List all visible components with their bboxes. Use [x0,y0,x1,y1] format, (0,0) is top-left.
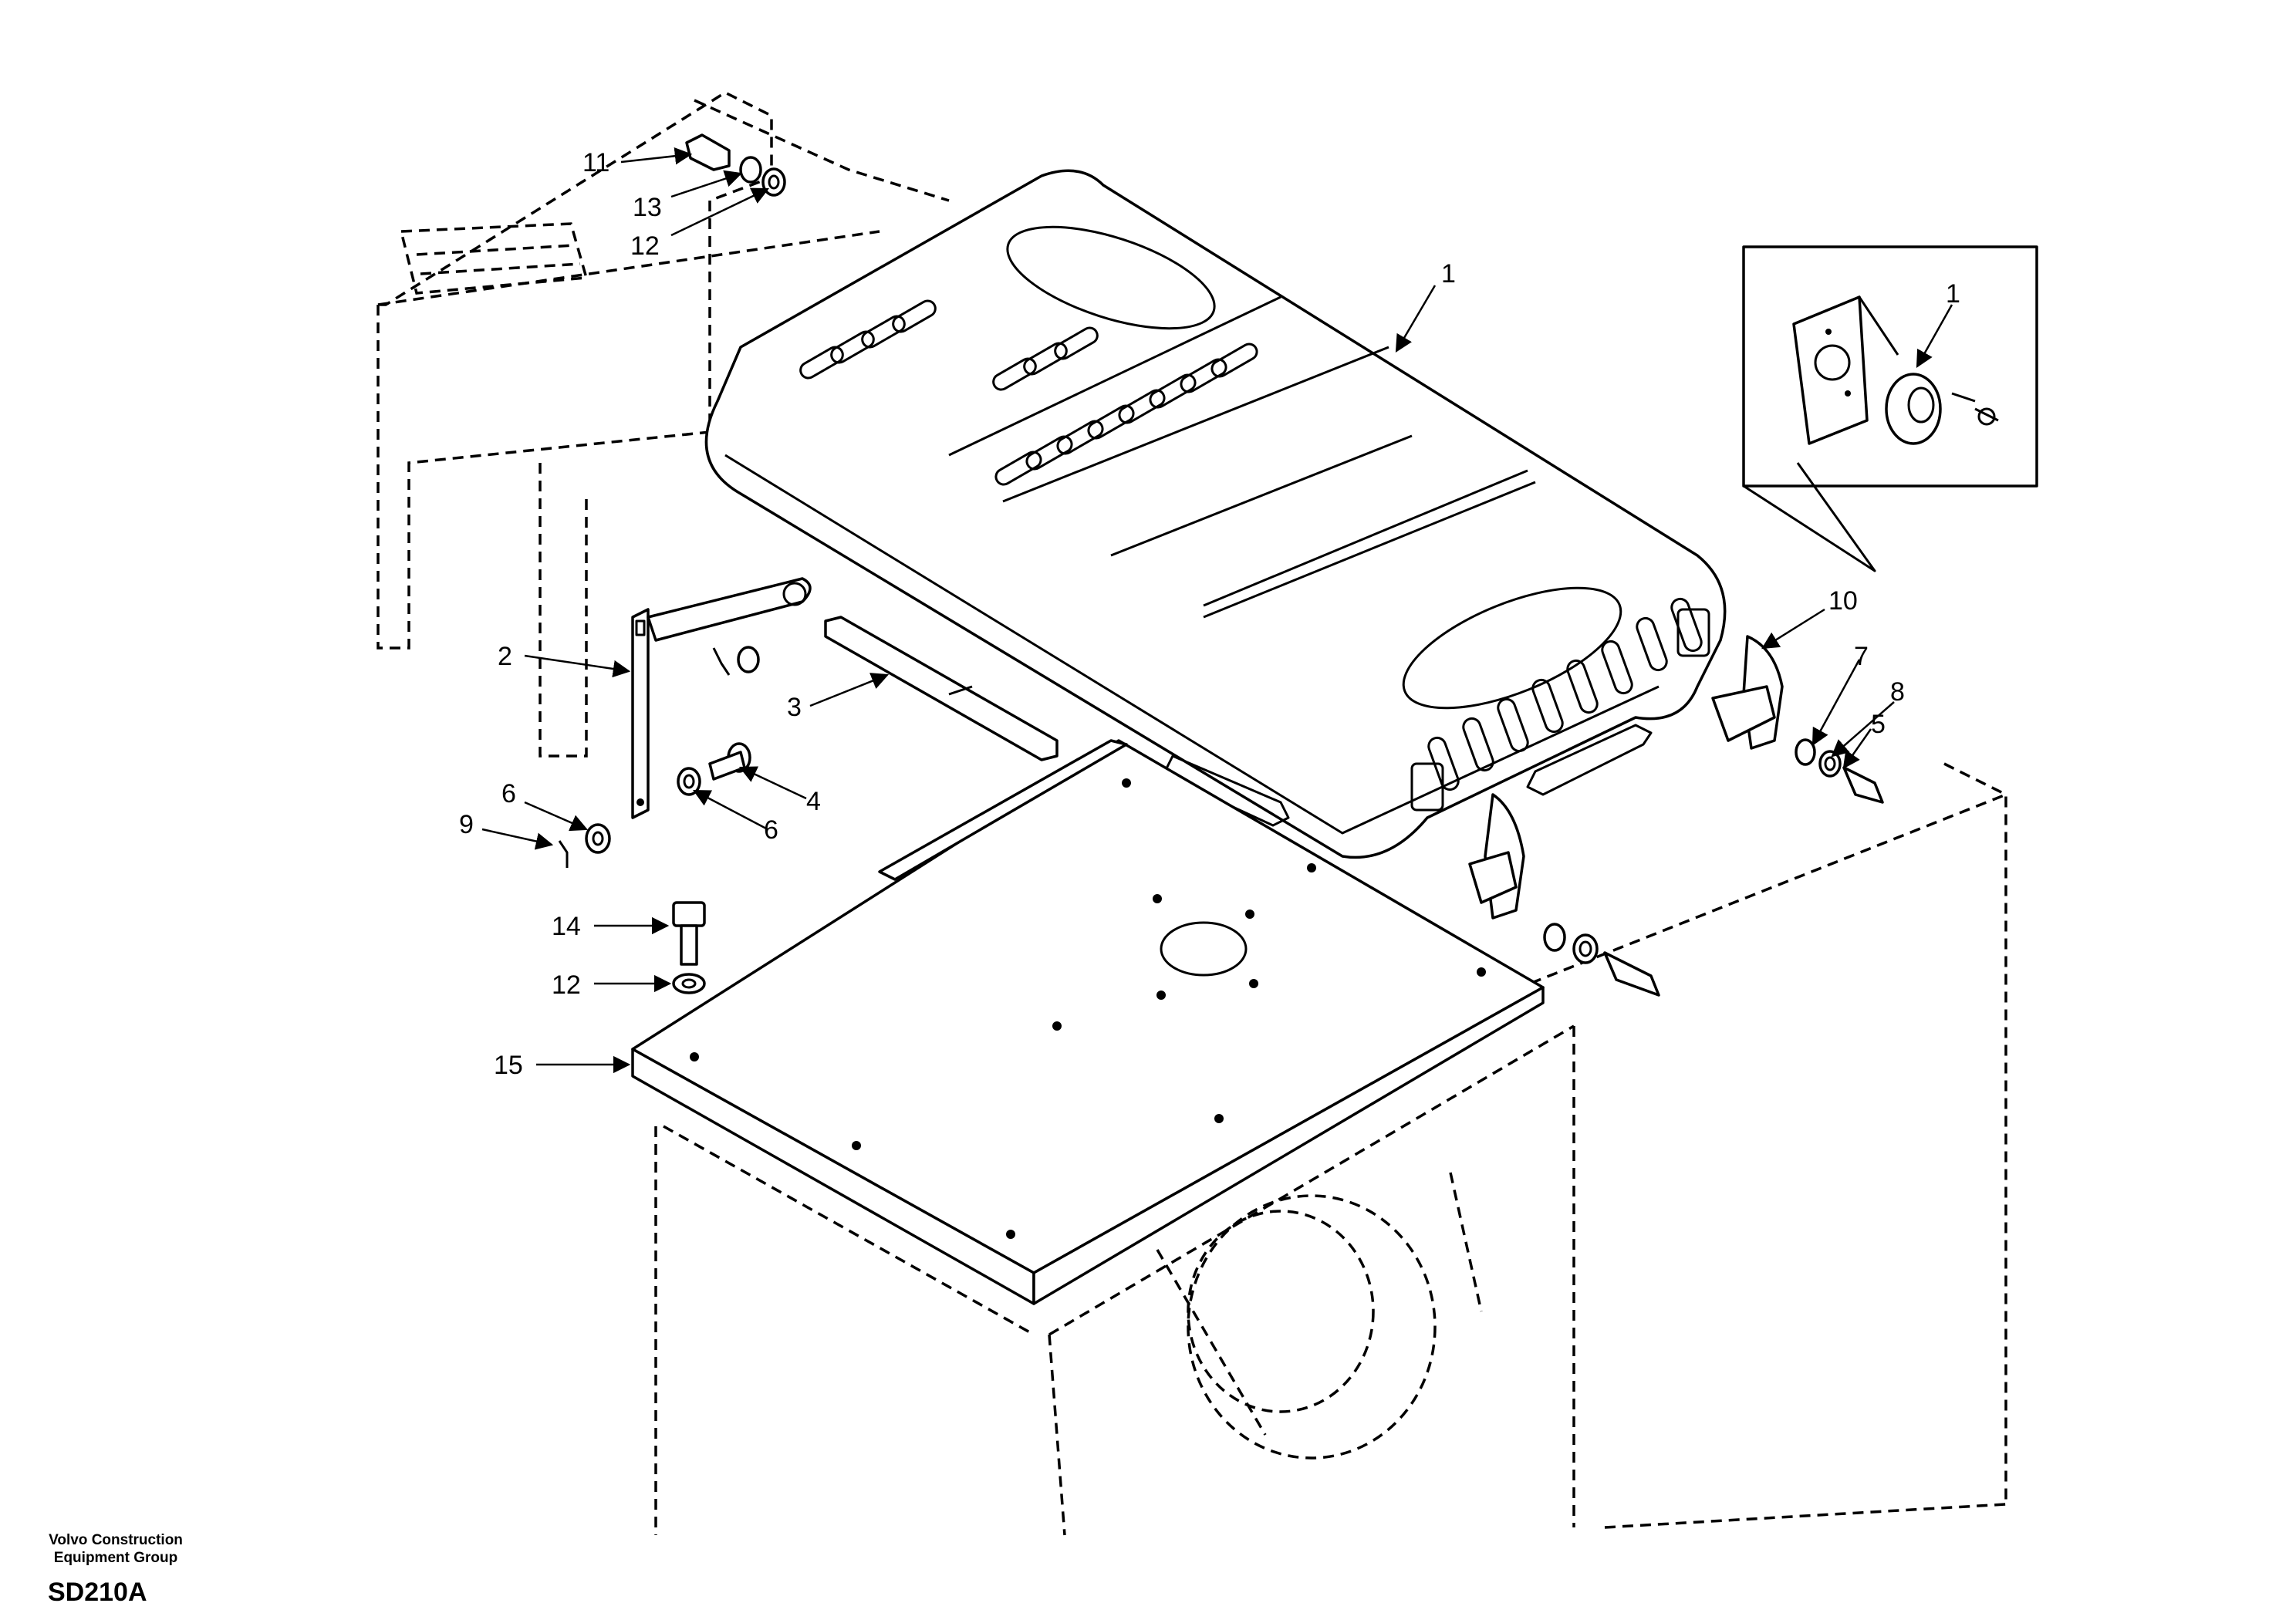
machine-frame-outline [376,90,2007,1536]
callout-1-main: 1 [1441,259,1456,289]
callout-4: 4 [806,787,821,816]
callout-8: 8 [1890,677,1905,707]
callout-12-top: 12 [630,231,660,261]
callout-5: 5 [1871,710,1886,739]
drawing-id: SD210A [48,1578,147,1607]
floor-plate-fasteners [672,901,706,994]
floor-plate [631,739,1545,1305]
callout-7: 7 [1854,642,1869,671]
company-name-line-1: Volvo Construction [49,1532,183,1548]
seal-strip [824,616,1059,761]
callout-14: 14 [552,912,581,941]
callout-10: 10 [1828,586,1858,616]
hinges [1468,635,1884,997]
callout-15: 15 [494,1051,523,1080]
hood-vent-slots [799,299,1703,791]
callout-11: 11 [582,148,609,177]
callout-1-detail: 1 [1946,279,1960,309]
callout-labels: 1 1 2 3 4 5 6 6 7 8 9 10 11 12 12 13 14 … [459,148,1960,1080]
callout-2: 2 [498,642,512,671]
callout-6-right: 6 [764,815,778,845]
callout-3: 3 [787,693,802,722]
callout-13: 13 [633,193,662,222]
callout-6-left: 6 [501,779,516,808]
leader-lines [481,147,1953,1074]
detail-inset [1742,245,2038,572]
strut-fasteners [558,646,760,868]
hood-support-strut [631,577,812,819]
company-name-line-2: Equipment Group [53,1550,178,1566]
callout-9: 9 [459,810,474,839]
drawing-footer: Volvo Construction Equipment Group SD210… [31,1531,201,1608]
callout-12-bottom: 12 [552,970,581,1000]
engine-hood [704,169,1727,859]
